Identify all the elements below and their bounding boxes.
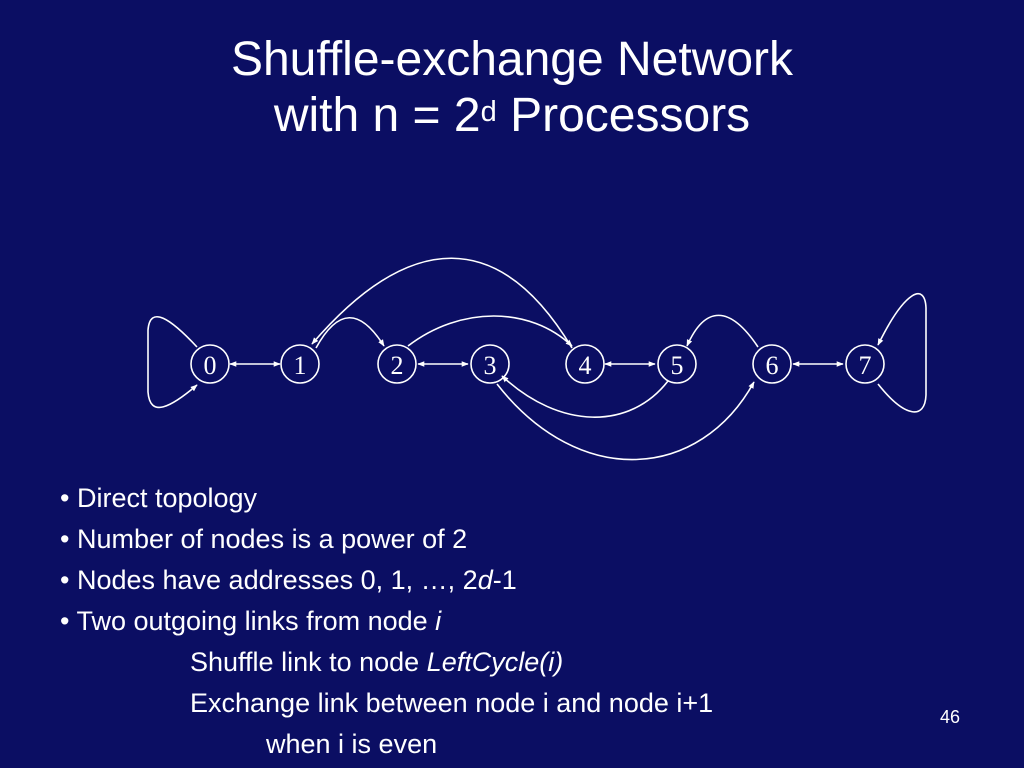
node-7-label: 7 (859, 351, 872, 380)
node-5-circle (657, 344, 697, 384)
shuffle-link-italic: LeftCycle(i) (426, 647, 564, 677)
node-2-label: 2 (391, 351, 404, 380)
node-2-circle (377, 344, 417, 384)
node-0-circle (190, 344, 230, 384)
sub-item-when-even: when i is even (266, 729, 438, 759)
bullet-outgoing-links: • Two outgoing links from node i (60, 601, 713, 642)
bullet-direct-topology: • Direct topology (60, 483, 258, 513)
node-3-label: 3 (484, 351, 497, 380)
node-6-circle (752, 344, 792, 384)
bullet-node-count: • Number of nodes is a power of 2 (60, 524, 468, 554)
bullet-addresses-italic: d (477, 565, 493, 595)
node-4-circle (565, 344, 605, 384)
title-line-2-start: with n = 2 (273, 89, 481, 142)
bullet-addresses: • Nodes have addresses 0, 1, …, 2d-1 (60, 560, 713, 601)
shuffle-link-2-4 (407, 315, 573, 347)
node-6-label: 6 (766, 351, 779, 380)
title-line-1: Shuffle-exchange Network (230, 33, 794, 86)
title-line-2-end: Processors (496, 89, 751, 142)
shuffle-link-4-1 (311, 257, 573, 349)
node-1-circle (280, 344, 320, 384)
node-3-circle (470, 344, 510, 384)
slide-title: Shuffle-exchange Network with n = 2d Pro… (0, 32, 1024, 144)
node-1-label: 1 (294, 351, 307, 380)
title-line-2: with n = 2d Processors (0, 88, 1024, 144)
shuffle-link-6-5 (686, 314, 759, 348)
shuffle-link-7-self (877, 292, 927, 413)
bullet-outgoing-links-italic: i (435, 606, 442, 636)
shuffle-link-text: Shuffle link to node (190, 647, 427, 677)
title-superscript: d (480, 96, 497, 128)
bullet-addresses-end: -1 (492, 565, 517, 595)
node-0-label: 0 (204, 351, 217, 380)
sub-item-shuffle-link: Shuffle link to node LeftCycle(i) (60, 642, 713, 683)
sub-item-exchange-link: Exchange link between node i and node i+… (190, 688, 714, 718)
shuffle-link-1-2 (315, 317, 385, 349)
node-5-label: 5 (671, 351, 684, 380)
shuffle-link-3-6 (496, 381, 755, 461)
bullet-list: • Direct topology • Number of nodes is a… (60, 478, 713, 765)
node-7-circle (845, 344, 885, 384)
bullet-outgoing-links-text: • Two outgoing links from node (60, 606, 436, 636)
node-4-label: 4 (579, 351, 592, 380)
page-number: 46 (940, 707, 961, 727)
shuffle-link-5-3 (501, 375, 669, 418)
bullet-addresses-text: • Nodes have addresses 0, 1, …, 2 (60, 565, 478, 595)
shuffle-link-0-self (147, 316, 198, 409)
